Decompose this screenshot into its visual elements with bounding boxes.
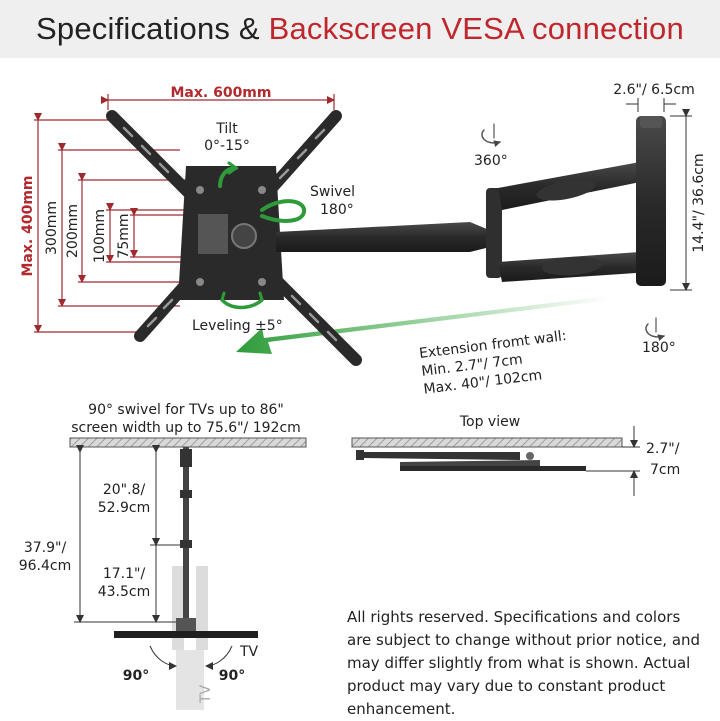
vesa-300-label: 300mm bbox=[44, 201, 60, 255]
front-caption-line1: 90° swivel for TVs up to 86" bbox=[88, 402, 284, 418]
top-view-depth-a: 2.7"/ bbox=[646, 441, 680, 457]
top-view-wall-hatch bbox=[351, 437, 623, 448]
top-view-title: Top view bbox=[459, 414, 520, 430]
leveling-label: Leveling ±5° bbox=[192, 318, 283, 334]
rotate-360-label: 360° bbox=[474, 153, 508, 169]
spec-diagram: Max. 600mm Max. 400mm 300mm 200mm 100mm … bbox=[19, 82, 707, 710]
vesa-bracket bbox=[106, 110, 362, 366]
top-view-dimension-lines bbox=[586, 426, 640, 496]
front-view-mount bbox=[114, 447, 258, 710]
motion-arrows bbox=[218, 123, 665, 342]
front-total-height-a: 37.9"/ bbox=[24, 540, 67, 556]
title-part-red: Backscreen VESA connection bbox=[268, 11, 684, 46]
motion-labels: Tilt 0°-15° Swivel 180° Leveling ±5° 360… bbox=[192, 121, 676, 356]
vesa-max-width-label: Max. 600mm bbox=[170, 85, 271, 101]
front-angle-right: 90° bbox=[219, 668, 245, 684]
front-lower-height-b: 43.5cm bbox=[98, 584, 151, 600]
ceiling-wall-hatch bbox=[69, 437, 307, 448]
vesa-75-label: 75mm bbox=[116, 213, 132, 258]
swivel-range: 180° bbox=[320, 202, 354, 218]
wall-plate-dimension-lines bbox=[626, 98, 692, 291]
tilt-label: Tilt bbox=[215, 121, 238, 137]
extension-text: Extension fromt wall: Min. 2.7"/ 7cm Max… bbox=[418, 328, 567, 398]
front-tv-vertical-label: TV bbox=[198, 685, 214, 705]
swing-arm bbox=[276, 116, 666, 286]
front-upper-height-b: 52.9cm bbox=[98, 500, 151, 516]
top-view-mount bbox=[356, 450, 586, 471]
vesa-100-label: 100mm bbox=[92, 209, 108, 263]
title-part-dark: Specifications & bbox=[36, 11, 269, 46]
front-lower-height-a: 17.1"/ bbox=[103, 566, 146, 582]
vesa-200-label: 200mm bbox=[65, 204, 81, 258]
front-view-dimension-lines bbox=[74, 445, 233, 670]
top-view-depth-b: 7cm bbox=[650, 462, 680, 478]
wall-plate-depth-label: 2.6"/ 6.5cm bbox=[613, 82, 694, 98]
vesa-max-height-label: Max. 400mm bbox=[20, 175, 36, 276]
rotate-180-label: 180° bbox=[642, 340, 676, 356]
front-caption-line2: screen width up to 75.6"/ 192cm bbox=[71, 420, 301, 436]
swivel-label: Swivel bbox=[310, 184, 355, 200]
header-bar: Specifications & Backscreen VESA connect… bbox=[0, 0, 720, 58]
front-upper-height-a: 20".8/ bbox=[103, 482, 146, 498]
page-title: Specifications & Backscreen VESA connect… bbox=[36, 11, 684, 47]
front-total-height-b: 96.4cm bbox=[19, 558, 72, 574]
wall-plate-height-label: 14.4"/ 36.6cm bbox=[691, 153, 707, 252]
tilt-range: 0°-15° bbox=[204, 138, 250, 154]
disclaimer-text: All rights reserved. Specifications and … bbox=[347, 608, 701, 718]
front-tv-label: TV bbox=[239, 644, 259, 660]
extension-arrow-icon bbox=[236, 296, 610, 354]
front-angle-left: 90° bbox=[123, 668, 149, 684]
